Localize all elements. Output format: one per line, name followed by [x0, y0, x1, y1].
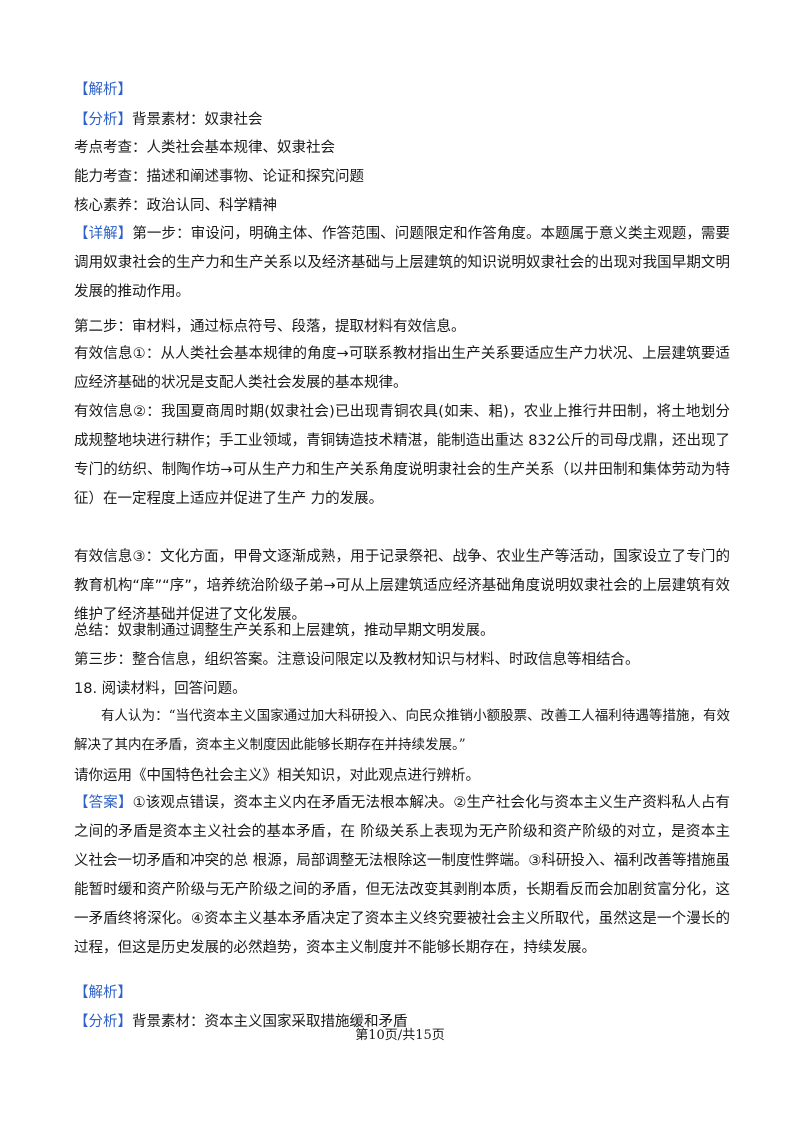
question-18-prompt: 请你运用《中国特色社会主义》相关知识，对此观点进行辨析。 [74, 768, 480, 784]
core-literacy-line: 核心素养：政治认同、科学精神 [74, 198, 277, 214]
analysis-text: 背景素材：奴隶社会 [132, 112, 263, 128]
answer-tag: 【答案】 [74, 795, 133, 811]
summary-line: 总结：奴隶制通过调整生产关系和上层建筑，推动早期文明发展。 [74, 623, 495, 639]
answer-paragraph: 【答案】①该观点错误，资本主义内在矛盾无法根本解决。②生产社会化与资本主义生产资… [74, 789, 730, 963]
step-three-line: 第三步：整合信息，组织答案。注意设问限定以及教材知识与材料、时政信息等相结合。 [74, 652, 640, 668]
ability-line: 能力考查：描述和阐述事物、论证和探究问题 [74, 169, 364, 185]
section-label-jiexi: 【解析】 [74, 82, 132, 98]
detail-paragraph: 【详解】第一步：审设问，明确主体、作答范围、问题限定和作答角度。本题属于意义类主… [74, 220, 730, 307]
page-footer: 第10页/共15页 [355, 1028, 445, 1043]
analysis-tag: 【分析】 [74, 112, 132, 128]
exam-point-line: 考点考查：人类社会基本规律、奴隶社会 [74, 140, 335, 156]
section-label-jiexi-2: 【解析】 [74, 985, 132, 1001]
effective-info-2: 有效信息②：我国夏商周时期(奴隶社会)已出现青铜农具(如耒、耜)，农业上推行井田… [74, 404, 730, 507]
effective-info-1: 有效信息①：从人类社会基本规律的角度→可联系教材指出生产关系要适应生产力状况、上… [74, 346, 730, 391]
analysis-line: 【分析】背景素材：奴隶社会 [74, 110, 263, 130]
detail-text: 第一步：审设问，明确主体、作答范围、问题限定和作答角度。本题属于意义类主观题，需… [74, 226, 731, 300]
question-18-quote: 有人认为：“当代资本主义国家通过加大科研投入、向民众推销小额股票、改善工人福利待… [74, 708, 730, 753]
analysis-line-2: 【分析】背景素材：资本主义国家采取措施缓和矛盾 [74, 1012, 408, 1032]
detail-tag: 【详解】 [74, 226, 133, 242]
answer-text: ①该观点错误，资本主义内在矛盾无法根本解决。②生产社会化与资本主义生产资料私人占… [74, 795, 730, 956]
analysis-tag-2: 【分析】 [74, 1014, 132, 1030]
step-two-line: 第二步：审材料，通过标点符号、段落，提取材料有效信息。 [74, 319, 466, 335]
question-18-title: 18. 阅读材料，回答问题。 [74, 681, 247, 697]
effective-info-3: 有效信息③：文化方面，甲骨文逐渐成熟，用于记录祭祀、战争、农业生产等活动，国家设… [74, 549, 730, 623]
analysis-text-2: 背景素材：资本主义国家采取措施缓和矛盾 [132, 1014, 408, 1030]
